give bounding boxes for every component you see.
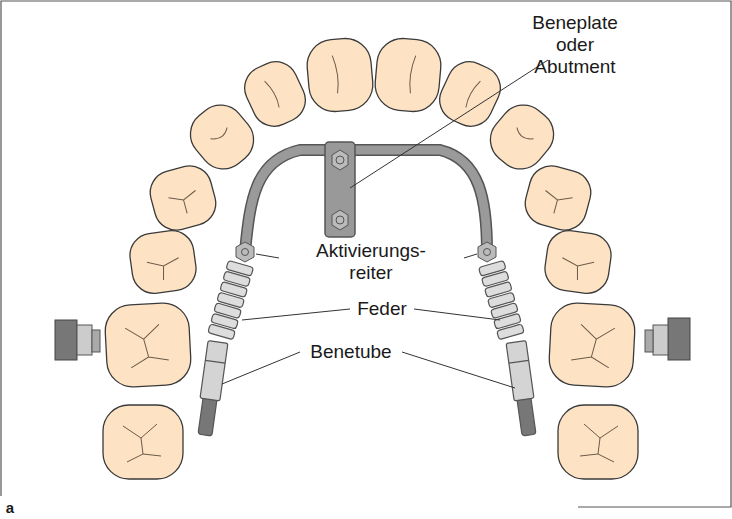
part-label: Feder xyxy=(352,298,412,320)
figure-letter: a xyxy=(3,497,17,519)
part-label: Benetube xyxy=(303,341,399,363)
leader-lines xyxy=(222,60,548,388)
figure-frame xyxy=(1,1,731,507)
benetubes xyxy=(195,341,539,437)
teeth xyxy=(103,36,638,479)
part-label: Aktivierungs- reiter xyxy=(296,240,446,284)
part-label: Beneplate oder Abutment xyxy=(520,12,630,78)
arch-wire xyxy=(245,150,487,252)
beneplate xyxy=(325,142,355,237)
